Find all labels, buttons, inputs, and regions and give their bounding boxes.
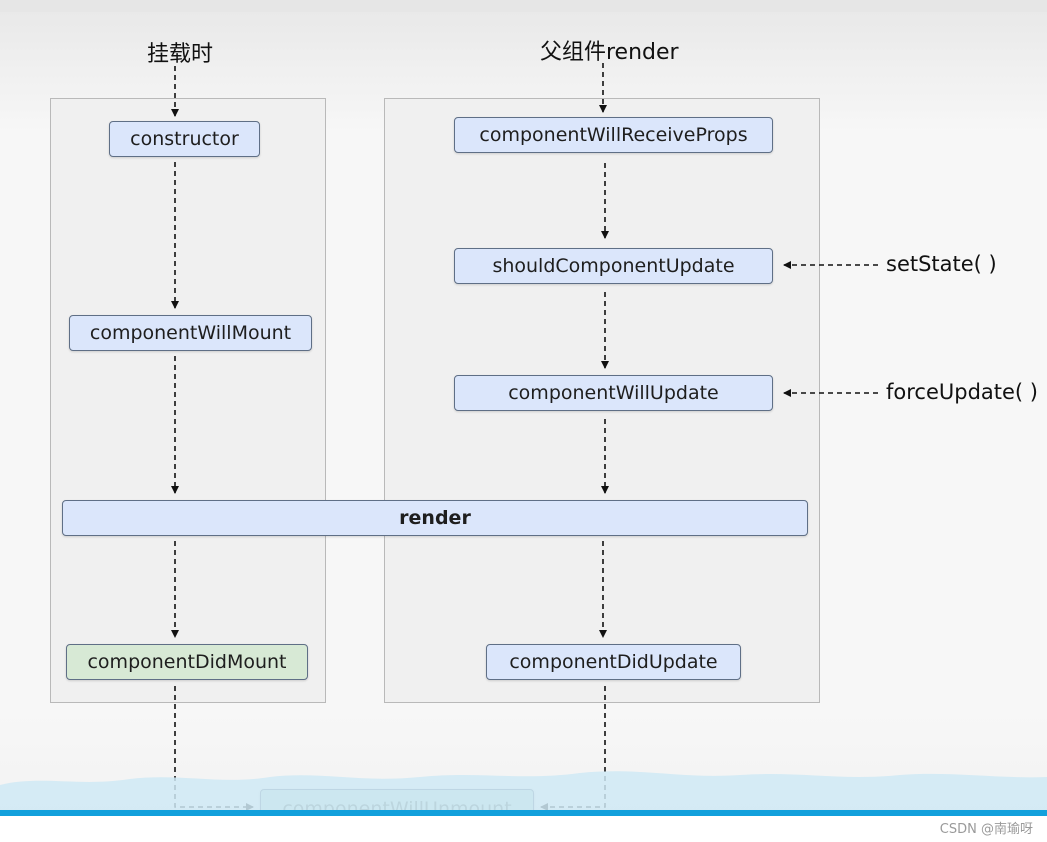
parent-render-label: 父组件render	[540, 40, 679, 65]
component-will-receive-props-node: componentWillReceiveProps	[454, 117, 773, 153]
component-will-update-node: componentWillUpdate	[454, 375, 773, 411]
water-overlay	[0, 771, 1047, 815]
mount-label: 挂载时	[147, 42, 214, 67]
top-strip	[0, 0, 1047, 12]
render-node: render	[62, 500, 808, 536]
bottom-strip	[0, 816, 1047, 842]
mount-phase-panel	[50, 98, 326, 703]
forceupdate-label: forceUpdate( )	[886, 380, 1038, 404]
should-component-update-node: shouldComponentUpdate	[454, 248, 773, 284]
constructor-node: constructor	[109, 121, 260, 157]
component-did-mount-node: componentDidMount	[66, 644, 308, 680]
watermark: CSDN @南瑜呀	[939, 822, 1033, 837]
setstate-label: setState( )	[886, 252, 997, 276]
component-will-mount-node: componentWillMount	[69, 315, 312, 351]
component-did-update-node: componentDidUpdate	[486, 644, 741, 680]
accent-line	[0, 810, 1047, 816]
